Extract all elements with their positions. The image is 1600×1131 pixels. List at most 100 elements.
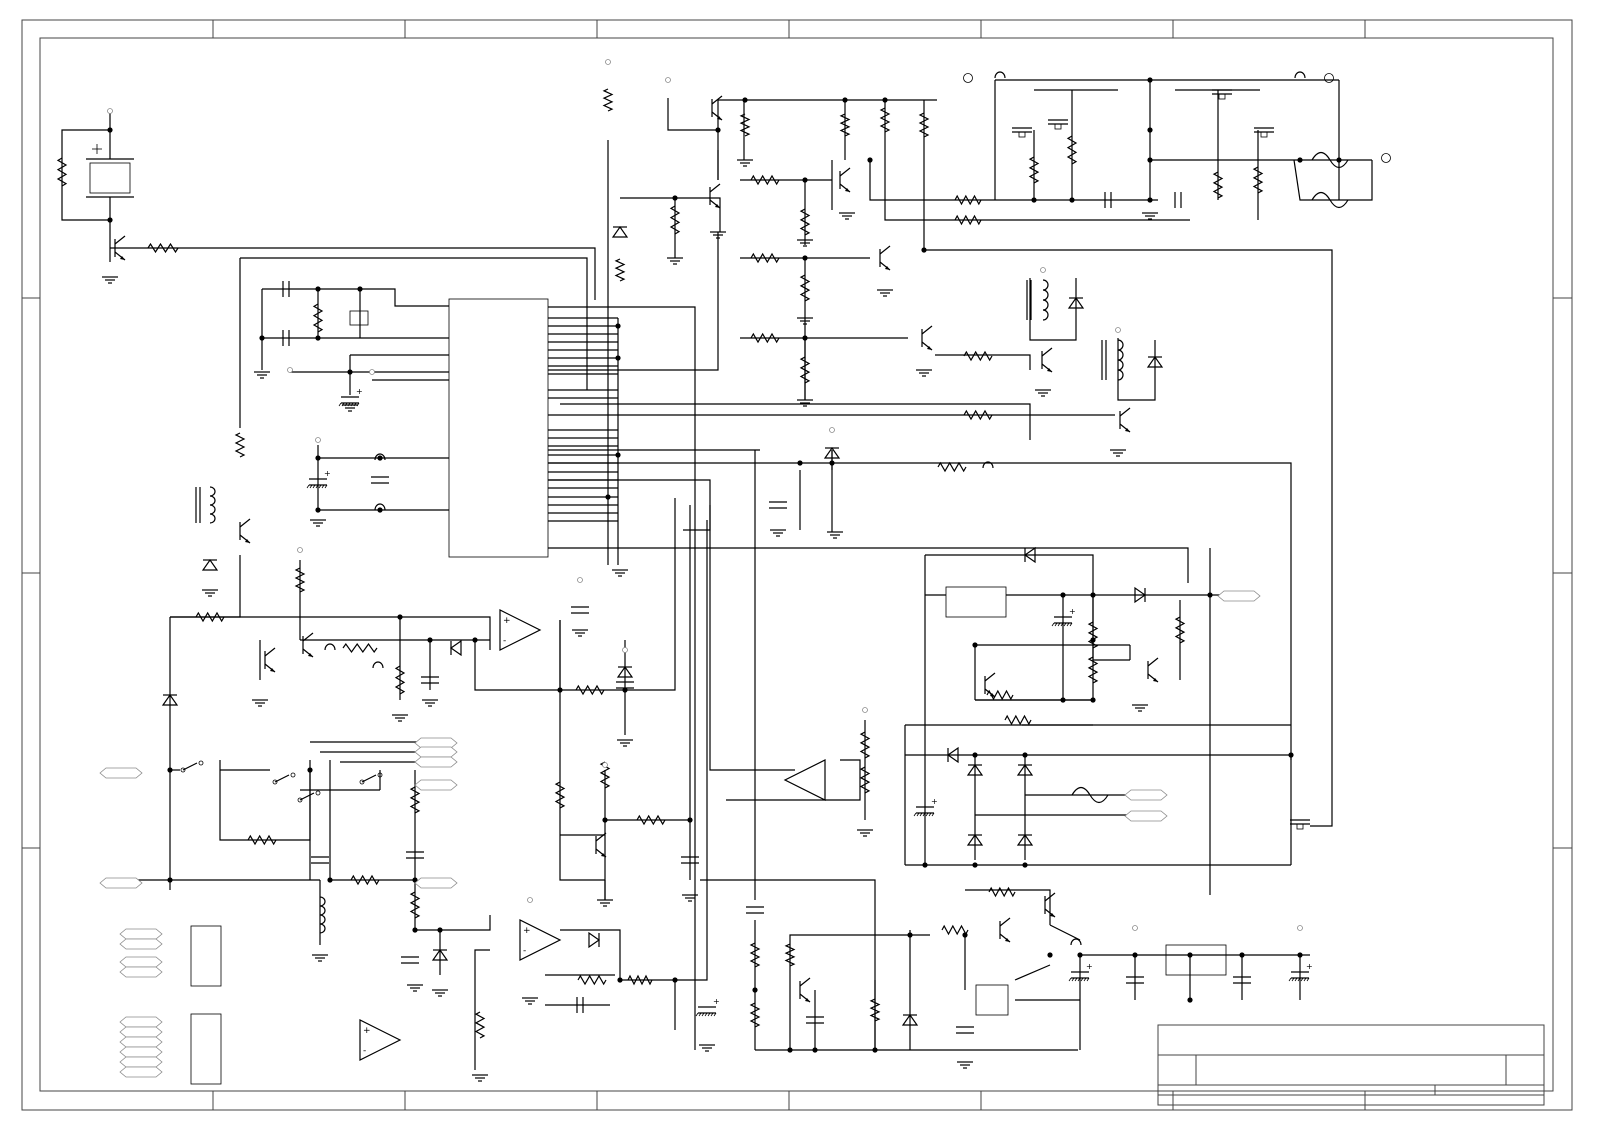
ground-icon	[699, 1044, 715, 1052]
diode-icon	[431, 948, 449, 961]
wire	[548, 462, 1292, 760]
wire	[789, 934, 930, 1050]
junction-dot	[802, 255, 808, 261]
switch-icon	[272, 772, 296, 785]
wire	[667, 98, 718, 131]
connector-port-icon	[119, 928, 163, 940]
junction-dot	[687, 817, 693, 823]
wire	[925, 249, 1333, 827]
wire-crossover	[374, 503, 386, 511]
wire	[1293, 159, 1373, 201]
diode-icon	[1146, 355, 1164, 368]
junction-dot	[715, 127, 721, 133]
junction-dot	[427, 637, 433, 643]
opamp-icon	[783, 759, 826, 801]
capacitor-icon	[576, 997, 584, 1013]
junction-dot	[972, 752, 978, 758]
resistor-icon	[839, 113, 851, 137]
junction-dot	[1077, 952, 1083, 958]
junction-dot	[752, 987, 758, 993]
fuse-icon	[1311, 191, 1349, 209]
svg-text:+: +	[503, 616, 511, 626]
connector-port-icon	[119, 1016, 163, 1028]
connector-port-icon	[119, 1046, 163, 1058]
wire	[415, 915, 491, 931]
resistor-icon	[627, 974, 653, 986]
test-point-icon	[1297, 925, 1303, 931]
ground-icon	[839, 212, 855, 220]
drawing-frame	[21, 19, 1573, 1111]
resistor-icon	[1087, 656, 1099, 684]
junction-dot	[397, 614, 403, 620]
capacitor-icon	[769, 501, 787, 509]
resistor-icon	[869, 998, 881, 1022]
junction-dot	[1090, 697, 1096, 703]
capacitor-icon	[1126, 976, 1144, 984]
ground-icon	[597, 899, 613, 907]
diode-icon	[901, 1013, 919, 1026]
capacitor-icon	[421, 676, 439, 684]
junction-dot	[1090, 637, 1096, 643]
junction-dot	[922, 862, 928, 868]
transistor-icon	[264, 647, 276, 673]
capacitor-icon	[282, 281, 290, 297]
resistor-icon	[1004, 714, 1032, 726]
resistor-icon	[1174, 616, 1186, 644]
connector-port-icon	[119, 1026, 163, 1038]
transistor-icon	[709, 183, 721, 209]
switch-icon	[359, 772, 383, 785]
transistor-icon	[239, 518, 251, 544]
wire-crossover	[374, 453, 386, 461]
test-point-icon	[1040, 267, 1046, 273]
svg-text:-: -	[363, 1046, 366, 1056]
test-point-icon	[829, 427, 835, 433]
resistor-icon	[575, 684, 605, 696]
junction-dot	[107, 127, 113, 133]
junction-dot	[1297, 952, 1303, 958]
resistor-icon	[749, 942, 761, 968]
resistor-icon	[963, 409, 993, 421]
connector-port-icon	[99, 767, 143, 779]
regulator-block	[945, 586, 1007, 618]
test-point-icon	[107, 108, 113, 114]
wire	[138, 247, 596, 300]
ground-icon	[342, 404, 358, 412]
capacitor-icon	[401, 956, 419, 964]
components: ++++++++-+-+-	[56, 71, 1391, 1082]
fuse-icon	[1311, 151, 1349, 169]
junction-dot	[1147, 157, 1153, 163]
wire-crossover	[324, 643, 336, 651]
ground-icon	[572, 629, 588, 637]
wire	[1029, 278, 1077, 341]
capacitor-icon	[282, 330, 290, 346]
crystal-icon	[349, 310, 369, 326]
wire	[170, 555, 241, 618]
capacitor-icon: +	[1051, 607, 1076, 627]
resistor-icon	[859, 766, 871, 794]
junction-dot	[1187, 952, 1193, 958]
opamp-icon: +-	[359, 1019, 402, 1061]
wire	[620, 197, 721, 232]
ground-icon	[407, 984, 423, 992]
inductor-icon	[1042, 279, 1049, 321]
connector-ports	[99, 59, 1303, 1078]
test-point-icon	[287, 367, 293, 373]
transistor-icon	[879, 245, 891, 271]
ground-icon	[1142, 212, 1158, 220]
junction-dot	[412, 877, 418, 883]
test-point-icon	[602, 762, 608, 768]
connector-port-icon	[1217, 590, 1261, 602]
wire	[560, 403, 1031, 440]
connector-port-icon	[99, 877, 143, 889]
junction-dot	[615, 355, 621, 361]
capacitor-icon: +	[1288, 962, 1313, 982]
wire-crossover	[994, 71, 1006, 79]
mosfet-icon	[1212, 89, 1232, 100]
capacitor-icon	[571, 606, 589, 614]
wire	[884, 160, 1190, 221]
wire	[1117, 338, 1156, 401]
wire	[1049, 924, 1081, 941]
resistor-icon	[963, 350, 993, 362]
capacitor-icon	[1104, 192, 1112, 208]
junction-dot	[962, 932, 968, 938]
